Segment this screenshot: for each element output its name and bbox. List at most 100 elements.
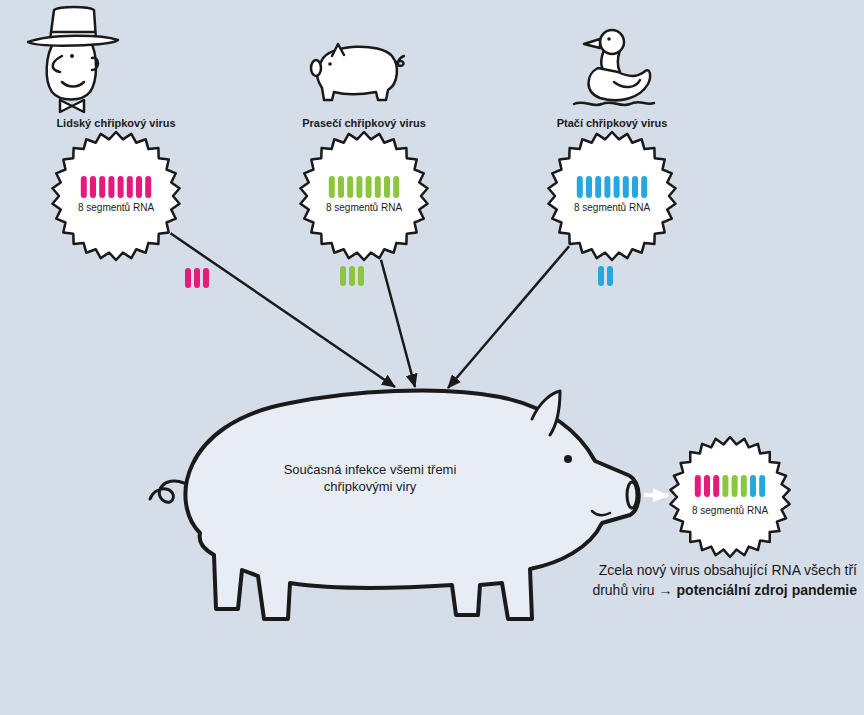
rna-segment <box>641 176 647 198</box>
rna-segment <box>695 475 701 497</box>
segment-label: 8 segmentů RNA <box>78 202 154 214</box>
virus-outline <box>41 116 191 264</box>
rna-segments-swine <box>340 266 364 286</box>
rna-segment <box>366 176 372 198</box>
virus-label: Ptačí chřipkový virus <box>557 116 668 130</box>
rna-segment <box>356 176 362 198</box>
rna-segment <box>136 176 142 198</box>
virus-outline <box>53 132 180 260</box>
duck-icon-part <box>574 102 654 105</box>
rna-segment <box>722 475 728 497</box>
pig-ear <box>532 391 560 435</box>
man-icon-part <box>53 56 62 72</box>
rna-segments-avian-part <box>598 266 604 286</box>
rna-segment <box>108 176 114 198</box>
virus-outline <box>549 132 676 260</box>
virus-starburst: Lidský chřipkový virus 8 segmentů RNA <box>41 116 191 264</box>
rna-segment <box>586 176 592 198</box>
rna-segments-avian-part <box>607 266 613 286</box>
man-icon-part <box>62 82 84 87</box>
man-icon-part <box>28 36 118 46</box>
virus-starburst: Ptačí chřipkový virus 8 segmentů RNA <box>537 116 687 264</box>
virus-outline <box>301 132 428 260</box>
pig-icon-part <box>396 56 404 66</box>
rna-segment <box>632 176 638 198</box>
pig-mouth <box>592 511 610 515</box>
rna-segment <box>741 475 747 497</box>
rna-segments-swine-part <box>358 266 364 286</box>
pig-snout <box>627 482 637 508</box>
rna-segment <box>375 176 381 198</box>
segment-label: 8 segmentů RNA <box>326 202 402 214</box>
rna-segment <box>704 475 710 497</box>
pig-tail <box>150 481 184 502</box>
virus-outline <box>670 437 789 557</box>
rna-segment <box>750 475 756 497</box>
rna-segments-avian <box>598 266 613 286</box>
rna-segments-swine-part <box>340 266 346 286</box>
duck-icon-part <box>607 37 611 41</box>
virus-outline <box>289 116 439 264</box>
man-icon-part <box>60 100 72 112</box>
virus-starburst: Prasečí chřipkový virus 8 segmentů RNA <box>289 116 439 264</box>
rna-segment <box>99 176 105 198</box>
rna-segment <box>127 176 133 198</box>
pig-icon-part <box>317 47 397 100</box>
caption-emphasis: potenciální zdroj pandemie <box>677 582 857 598</box>
virus-label: Lidský chřipkový virus <box>56 116 175 130</box>
pig-body <box>185 390 638 619</box>
rna-segment <box>347 176 353 198</box>
rna-segment <box>145 176 151 198</box>
flow-arrow <box>644 493 668 498</box>
rna-segment <box>90 176 96 198</box>
rna-segments-human-part <box>203 268 209 288</box>
rna-segments-swine-part <box>349 266 355 286</box>
segment-label: 8 segmentů RNA <box>574 202 650 214</box>
pig-eye <box>564 455 572 463</box>
rna-segment <box>604 176 610 198</box>
rna-segments-human <box>185 268 209 288</box>
duck-icon <box>574 30 654 105</box>
rna-segment <box>329 176 335 198</box>
man-icon-part <box>47 40 96 100</box>
pig-icon <box>311 44 404 100</box>
rna-segment <box>338 176 344 198</box>
pig-icon-part <box>328 62 332 66</box>
man-icon-part <box>52 31 95 34</box>
rna-segment <box>614 176 620 198</box>
pig-outline <box>140 383 645 628</box>
rna-segment <box>81 176 87 198</box>
rna-segment <box>393 176 399 198</box>
duck-icon-part <box>614 80 640 87</box>
rna-segments-human-part <box>194 268 200 288</box>
rna-segment <box>759 475 765 497</box>
duck-icon-part <box>589 68 651 100</box>
pig-host: Současná infekce všemi třemi chřipkovými… <box>140 383 645 628</box>
caption-block: Zcela nový virus obsahující RNA všech tř… <box>565 560 857 600</box>
rna-segment <box>713 475 719 497</box>
new-virus-starburst: 8 segmentů RNA <box>668 435 792 559</box>
rna-segments-human-part <box>185 268 191 288</box>
pig-icon-part <box>311 60 321 76</box>
rna-segment <box>118 176 124 198</box>
rna-segment <box>577 176 583 198</box>
man-icon-part <box>70 54 74 58</box>
rna-segment <box>732 475 738 497</box>
duck-icon-part <box>584 39 600 48</box>
virus-outline <box>537 116 687 264</box>
flow-arrow <box>448 246 569 388</box>
man-icon-part <box>72 100 84 112</box>
man-icon <box>28 7 118 112</box>
rna-segment <box>595 176 601 198</box>
pig-icon-part <box>332 44 344 56</box>
duck-icon-part <box>600 30 624 54</box>
flow-arrow <box>381 260 415 387</box>
infection-label: Současná infekce všemi třemi chřipkovými… <box>280 461 460 495</box>
virus-label: Prasečí chřipkový virus <box>302 116 426 130</box>
man-icon-part <box>92 58 98 70</box>
rna-segment <box>623 176 629 198</box>
segment-label: 8 segmentů RNA <box>692 505 768 517</box>
